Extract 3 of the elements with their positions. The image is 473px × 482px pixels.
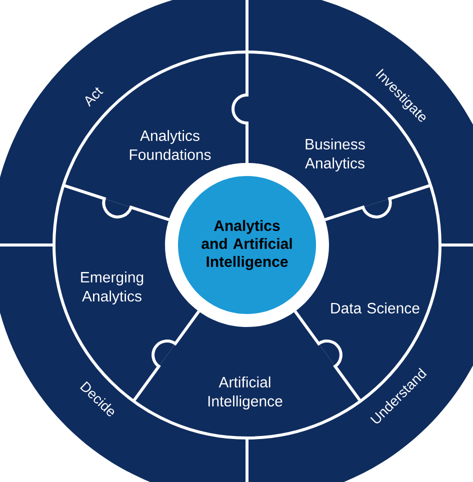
node-label: Analytics Foundations <box>130 130 211 160</box>
node-label: Emerging Analytics <box>81 272 144 304</box>
node-label: Data Science <box>331 302 420 314</box>
